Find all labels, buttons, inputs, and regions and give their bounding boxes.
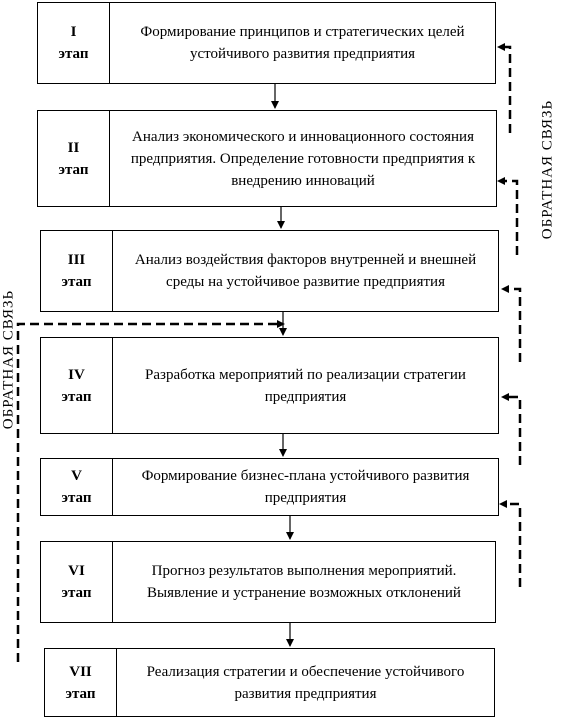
feedback-line-right [504, 502, 522, 587]
feedback-arrowhead [497, 43, 505, 51]
stage-word: этап [61, 274, 92, 290]
stage-roman: I [70, 24, 77, 40]
stage-roman: III [67, 252, 86, 268]
stage-description: Разработка мероприятий по реализации стр… [145, 366, 466, 405]
stage-3: III этап Анализ воздействия факторов вну… [40, 230, 499, 312]
feedback-line-right [502, 45, 512, 133]
stage-description: Анализ экономического и инновационного с… [130, 128, 476, 189]
stage-description: Формирование принципов и стратегических … [140, 24, 465, 62]
stage-description: Прогноз результатов выполнения мероприят… [147, 563, 461, 601]
stage-number: III этап [41, 231, 113, 311]
stage-number: V этап [41, 459, 113, 515]
feedback-label-right: ОБРАТНАЯ СВЯЗЬ [539, 99, 556, 240]
stage-5: V этап Формирование бизнес-плана устойчи… [40, 458, 499, 516]
stage-number: I этап [38, 3, 110, 83]
feedback-line-left [16, 322, 280, 662]
stage-roman: IV [68, 366, 85, 383]
stage-roman: VI [68, 563, 85, 579]
stage-word: этап [58, 46, 89, 62]
stage-2: II этап Анализ экономического и инноваци… [37, 110, 497, 207]
stage-7: VII этап Реализация стратегии и обеспече… [44, 648, 495, 717]
feedback-arrowhead [499, 500, 507, 508]
feedback-arrowhead [501, 285, 509, 293]
stage-1: I этап Формирование принципов и стратеги… [37, 2, 496, 84]
feedback-line-right [502, 179, 519, 255]
stage-6: VI этап Прогноз результатов выполнения м… [40, 541, 496, 623]
stage-4: IV этап Разработка мероприятий по реализ… [40, 337, 499, 434]
stage-word: этап [61, 490, 92, 506]
feedback-arrowhead [497, 177, 505, 185]
stage-roman: V [71, 468, 82, 484]
stage-roman: VII [69, 663, 92, 680]
feedback-line-right [506, 287, 522, 362]
stage-number: VII этап [45, 649, 117, 716]
stage-description: Анализ воздействия факторов внутренней и… [134, 252, 477, 290]
stage-word: этап [58, 161, 89, 178]
stage-number: II этап [38, 111, 110, 206]
feedback-line-right [506, 395, 522, 465]
stage-description: Формирование бизнес-плана устойчивого ра… [141, 468, 470, 506]
stage-number: IV этап [41, 338, 113, 433]
stage-number: VI этап [41, 542, 113, 622]
stage-word: этап [61, 585, 92, 601]
feedback-arrowhead [501, 393, 509, 401]
stage-word: этап [61, 388, 92, 405]
feedback-arrowhead [277, 320, 285, 328]
feedback-label-left: ОБРАТНАЯ СВЯЗЬ [0, 289, 17, 430]
stage-roman: II [67, 139, 80, 156]
stage-word: этап [65, 685, 96, 702]
stage-description: Реализация стратегии и обеспечение устой… [146, 663, 465, 702]
